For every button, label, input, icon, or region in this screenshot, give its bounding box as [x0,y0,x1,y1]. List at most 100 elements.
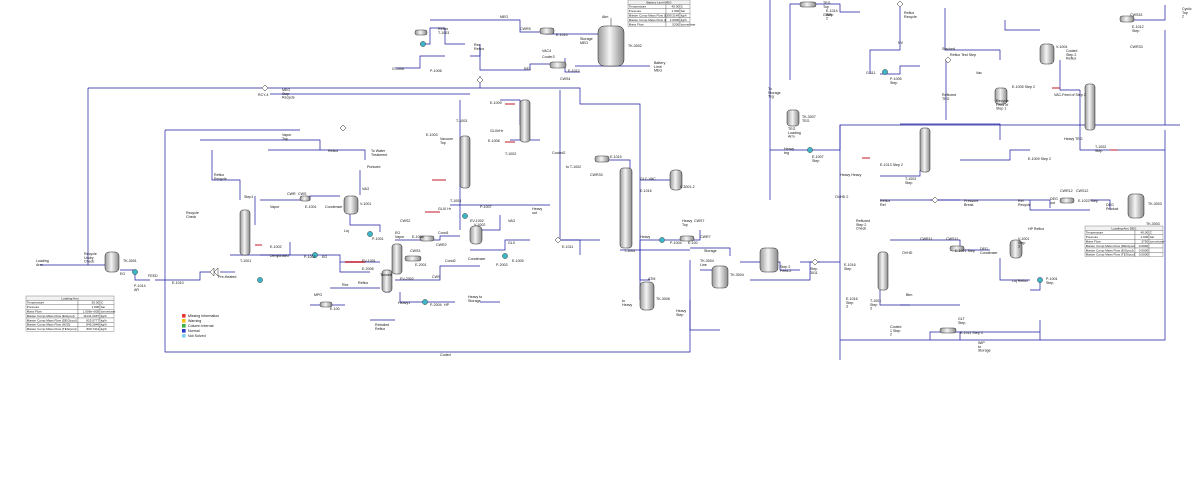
label-e1011: E-1011 [562,245,573,249]
pump-p1005[interactable] [882,69,888,75]
pump-p1007[interactable] [462,213,468,219]
column-t1003[interactable] [459,135,471,189]
vessel-v1004[interactable] [1039,43,1055,65]
column-t1002[interactable] [519,99,531,143]
column-ev2002[interactable] [391,243,403,275]
label-cond1: Cond1 [438,231,449,235]
valve-reflux-recycle[interactable] [896,0,904,8]
table-cell: 0.0000 [1139,244,1149,248]
tank-tk3007[interactable] [786,109,800,127]
valve-pressure[interactable] [931,196,939,204]
label-coded: Coded [440,353,451,357]
column-tanoed[interactable] [381,269,393,293]
valve-step3011[interactable] [811,258,819,266]
vessel-v1001-step3[interactable] [1009,239,1023,259]
table-cell: 1.000 [671,9,679,13]
table-cell: Master Comp Mass Flow (DEGlycol) [27,318,77,322]
label-reflux: Reflux [328,149,338,153]
label-ev1001: EV-1001 [362,259,376,263]
valve-e1011[interactable] [554,236,562,244]
hx-e1004[interactable] [419,235,435,242]
pump-p1001[interactable] [367,231,373,237]
label-vag: VAG [362,187,370,191]
vessel-v1002[interactable] [469,225,483,245]
hx-e100[interactable] [319,301,333,308]
table-cell: 809.7411 [87,327,100,331]
label-v1004: V-1004 [1056,45,1067,49]
hx-e1023[interactable] [1059,197,1075,204]
hx-e1014[interactable] [539,27,555,35]
label-condenser2: Condenser [468,257,486,261]
column-t1002-step[interactable] [1084,83,1096,131]
legend-label: Warning [188,319,201,323]
pump-p1004[interactable] [659,237,665,243]
tank-tk3004[interactable] [711,265,729,289]
table-cell: Master Comp Mass Flow (H2O) [27,323,71,327]
pump-p2004[interactable] [422,299,428,305]
hx-e2001[interactable] [404,255,422,262]
table-cell: Master Comp Mass Flow (EGlycol) [629,18,677,22]
label-atm2: ATM [648,277,655,281]
label-vag2: VAG [508,219,516,223]
tank-step2-feed[interactable] [759,247,779,273]
tank-tk3001[interactable] [104,251,120,273]
table-cell: Master Comp Mass Flow (EGlycol) [1086,248,1134,252]
tank-tk3003[interactable] [1127,193,1145,219]
label-g1006: G-1006 [392,67,404,71]
valve-meg[interactable] [476,76,484,84]
hx-e1000[interactable] [679,235,695,242]
label-mpg: MPG [314,293,322,297]
equipment[interactable] [104,0,1145,334]
table-cell: tonne/year [101,310,116,314]
label-storage: Storage [704,249,717,253]
column-t1004[interactable] [619,167,633,249]
hx-e1001[interactable] [299,195,311,202]
label-toT1002: to T-1002 [566,165,581,169]
vessel-v1001[interactable] [343,195,359,215]
pump-p1014[interactable] [132,269,138,275]
table-cell: bar [101,305,105,309]
vessel-v3001[interactable] [669,169,683,191]
label-cwr11: CWR11 [920,237,932,241]
hx-e1006[interactable] [414,29,428,36]
pump-p1001-step[interactable] [1037,277,1043,283]
valve-stacked[interactable] [944,56,952,64]
hx-e1012-step[interactable] [1119,15,1135,23]
valve-reflux[interactable] [339,124,347,132]
vessel-recycle-feed[interactable] [994,87,1008,105]
hx-e1021[interactable] [949,245,965,252]
pump-e1010[interactable] [257,277,263,283]
column-t1001-step3[interactable] [877,251,889,291]
label-stacked: Stacked [942,47,955,51]
tank-storage-meg[interactable] [597,25,625,67]
label-glixhr: GLIXrHr [490,129,504,133]
pump-p1006[interactable] [420,41,426,47]
pump-p1002[interactable] [312,252,318,258]
tank-tk3006[interactable] [639,281,655,311]
hx-e1012[interactable] [549,61,567,69]
column-t1003-step[interactable] [919,127,931,173]
pump-p2003[interactable] [502,253,508,259]
valve-rcy4[interactable] [261,84,269,92]
hx-e1015[interactable] [594,155,610,163]
label-tk3003: TK-3003 [1148,202,1162,206]
column-t1001[interactable] [239,209,251,256]
hx-e1014-step[interactable] [799,1,817,8]
label-vacc: VAC4 [542,49,551,53]
hx-e1011-step3[interactable] [939,327,957,334]
legend-label: Missing Information [188,314,219,318]
label-e1009: E-1009 [490,101,502,105]
valve-pre-heated[interactable] [209,267,219,277]
pump-e1007[interactable] [807,147,813,153]
